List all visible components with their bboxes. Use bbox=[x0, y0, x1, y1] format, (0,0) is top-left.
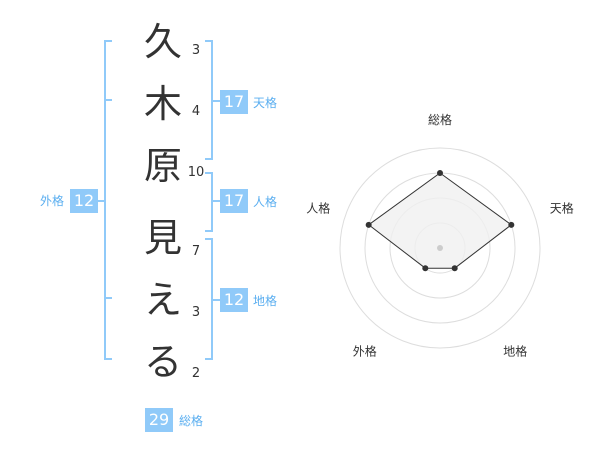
radar-point-3 bbox=[451, 265, 458, 272]
radar-axis-label-3: 地格 bbox=[503, 344, 527, 359]
jinkaku-bracket bbox=[205, 172, 213, 232]
name-char-4: 見 bbox=[143, 216, 182, 260]
radar-center-dot bbox=[437, 245, 443, 251]
name-char-2: 木 bbox=[143, 82, 182, 126]
radar-area bbox=[367, 172, 513, 269]
jinkaku-badge: 17 bbox=[220, 189, 248, 213]
stroke-count-1: 3 bbox=[191, 43, 201, 58]
radar-point-2 bbox=[508, 221, 515, 228]
gaikaku-label: 外格 bbox=[40, 194, 65, 208]
chikaku-badge: 12 bbox=[220, 288, 248, 312]
bracket-tick bbox=[213, 299, 220, 301]
tenkaku-badge: 17 bbox=[220, 90, 248, 114]
radar-axis-label-5: 人格 bbox=[306, 200, 330, 215]
chikaku-label: 地格 bbox=[253, 294, 278, 308]
radar-point-4 bbox=[422, 265, 429, 272]
stroke-count-2: 4 bbox=[191, 104, 201, 119]
name-char-3: 原 bbox=[143, 144, 182, 188]
soukaku-label: 総格 bbox=[179, 414, 204, 428]
radar-point-5 bbox=[365, 221, 372, 228]
radar-axis-label-1: 総格 bbox=[428, 112, 452, 127]
bracket-tick bbox=[213, 100, 220, 102]
radar-axis-label-4: 外格 bbox=[353, 344, 377, 359]
soukaku-badge: 29 bbox=[145, 408, 173, 432]
bracket-tick bbox=[213, 200, 220, 202]
bracket-tick bbox=[106, 99, 112, 101]
name-char-1: 久 bbox=[143, 20, 182, 64]
radar-axis-label-2: 天格 bbox=[550, 200, 574, 215]
radar-ring bbox=[339, 147, 541, 349]
tenkaku-label: 天格 bbox=[253, 96, 278, 110]
name-char-6: る bbox=[143, 340, 182, 384]
chikaku-bracket bbox=[205, 238, 213, 360]
name-char-5: え bbox=[143, 278, 182, 322]
gaikaku-bracket bbox=[104, 40, 112, 360]
stroke-count-4: 7 bbox=[191, 244, 201, 259]
bracket-tick bbox=[98, 200, 104, 202]
bracket-tick bbox=[106, 297, 112, 299]
stroke-count-6: 2 bbox=[191, 366, 201, 381]
stroke-count-3: 10 bbox=[187, 165, 205, 180]
stroke-count-5: 3 bbox=[191, 305, 201, 320]
radar-point-1 bbox=[437, 170, 443, 176]
jinkaku-label: 人格 bbox=[253, 195, 278, 209]
tenkaku-bracket bbox=[205, 40, 213, 160]
gaikaku-badge: 12 bbox=[70, 189, 98, 213]
